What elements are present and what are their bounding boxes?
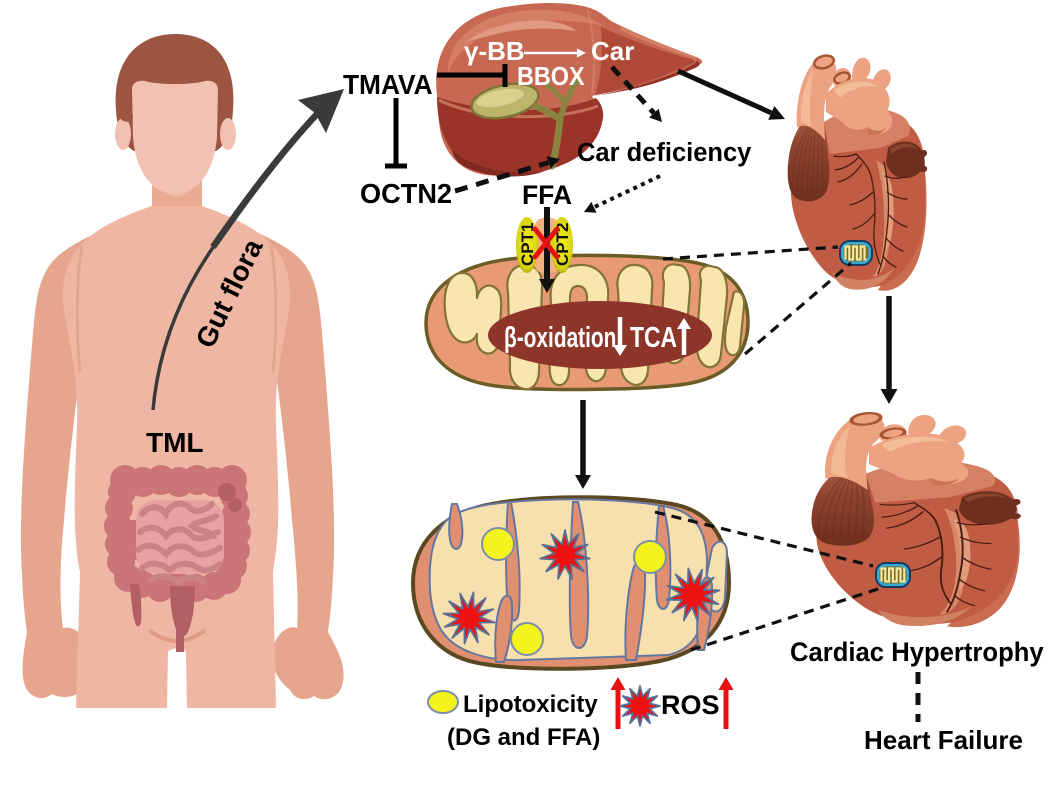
svg-text:(DG and FFA): (DG and FFA) xyxy=(447,724,600,751)
svg-text:Car deficiency: Car deficiency xyxy=(577,139,752,167)
svg-text:Heart Failure: Heart Failure xyxy=(864,725,1023,755)
svg-text:OCTN2: OCTN2 xyxy=(360,178,452,209)
svg-text:CPT1: CPT1 xyxy=(518,223,537,266)
svg-text:BBOX: BBOX xyxy=(517,63,585,91)
svg-text:ROS: ROS xyxy=(661,690,720,720)
svg-text:β-oxidation: β-oxidation xyxy=(504,322,616,354)
svg-text:FFA: FFA xyxy=(522,180,572,210)
svg-text:TML: TML xyxy=(146,427,204,458)
svg-text:Lipotoxicity: Lipotoxicity xyxy=(463,691,598,718)
svg-text:Cardiac Hypertrophy: Cardiac Hypertrophy xyxy=(790,636,1044,667)
svg-text:Car: Car xyxy=(591,36,634,66)
svg-text:TCA: TCA xyxy=(630,320,677,353)
svg-text:γ-BB: γ-BB xyxy=(464,36,525,66)
svg-text:TMAVA: TMAVA xyxy=(343,68,433,100)
